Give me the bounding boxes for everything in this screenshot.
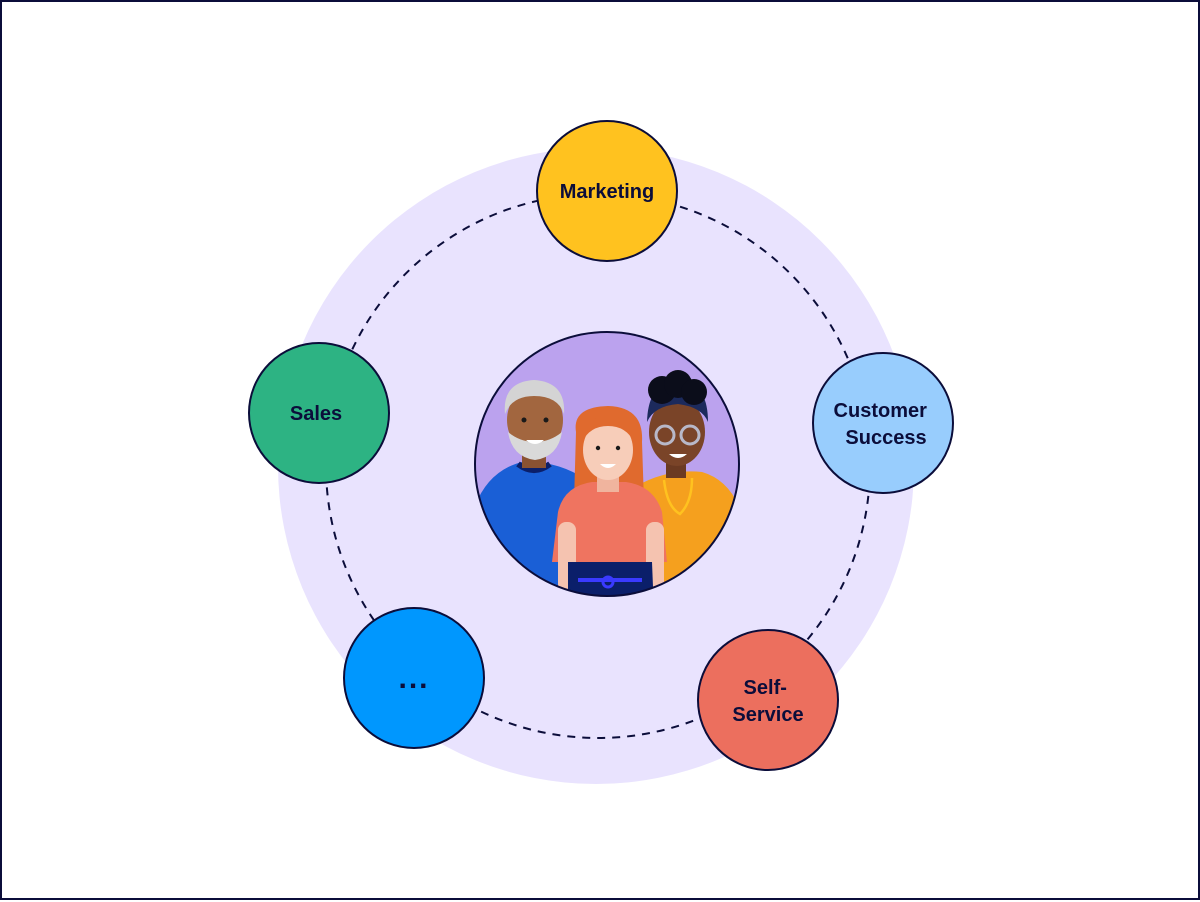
node-marketing: Marketing	[536, 120, 678, 262]
node-sales-label: Sales	[290, 403, 342, 425]
node-self-service-label: Self- Service	[732, 677, 803, 726]
node-customer-success: Customer Success	[812, 352, 954, 494]
node-self-service: Self- Service	[697, 629, 839, 771]
center-circle-outline	[474, 331, 740, 597]
person-middle	[552, 406, 667, 596]
node-more-label: ...	[398, 662, 429, 695]
node-more: ...	[343, 607, 485, 749]
node-customer-success-label: Customer Success	[834, 400, 933, 449]
node-sales: Sales	[248, 342, 390, 484]
node-marketing-label: Marketing	[560, 181, 654, 203]
